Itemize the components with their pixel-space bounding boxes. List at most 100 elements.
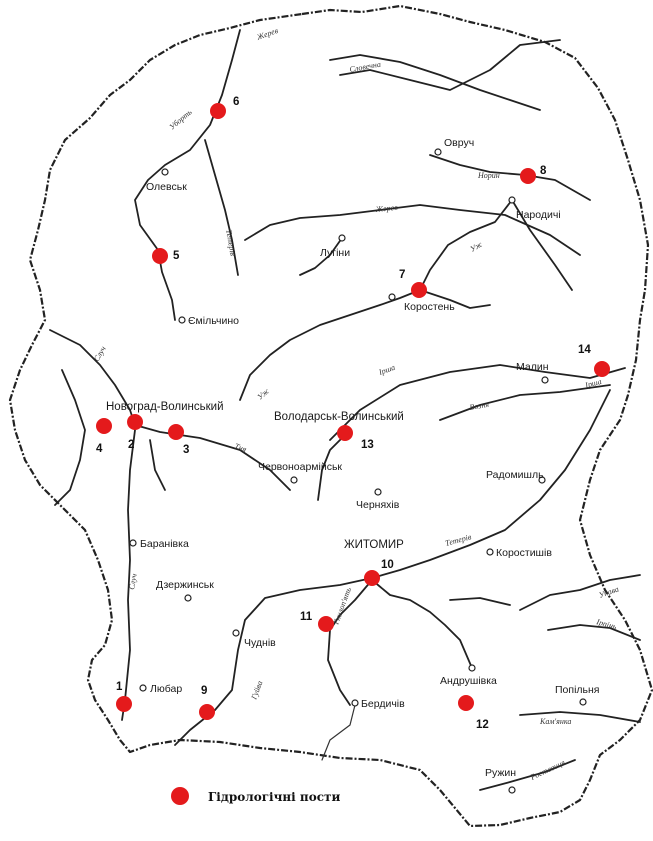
river-label: Случ [127, 573, 139, 591]
station-number: 9 [201, 685, 207, 697]
river-label: Случ [92, 344, 108, 363]
city-label: Андрушівка [440, 675, 497, 687]
city-dot [579, 698, 587, 706]
station-marker[interactable] [96, 418, 112, 434]
river-label: Уборть [168, 107, 194, 131]
city-dot [541, 376, 549, 384]
city-label: Дзержинськ [156, 579, 214, 591]
city-dot [161, 168, 169, 176]
river-label: Гуйва [249, 680, 264, 702]
city-dot [290, 476, 298, 484]
river-line [149, 439, 166, 491]
river-label: Возня [469, 400, 490, 412]
legend: Гідрологічні пости [171, 787, 340, 805]
city-dot [178, 316, 186, 324]
river-line [317, 434, 346, 501]
city-label: Попільня [555, 684, 600, 696]
city-dot [184, 594, 192, 602]
river-line [299, 237, 343, 276]
station-marker[interactable] [210, 103, 226, 119]
station-marker[interactable] [594, 361, 610, 377]
river-line [419, 289, 491, 309]
station-marker[interactable] [337, 425, 353, 441]
station-number: 7 [399, 269, 405, 281]
city-labels: Овруч Олевськ Народичі Лугіни Коростень … [106, 137, 600, 779]
river-line [479, 759, 576, 791]
city-dot [388, 293, 396, 301]
river-label: Роставиця [528, 758, 567, 782]
city-dot [338, 234, 346, 242]
city-label: Ємільчино [188, 315, 239, 327]
oblast-border [8, 4, 653, 828]
station-marker[interactable] [411, 282, 427, 298]
station-marker[interactable] [318, 616, 334, 632]
city-label: Черняхів [356, 499, 400, 511]
station-marker[interactable] [116, 696, 132, 712]
river-line [371, 579, 473, 669]
city-label: Новоград-Волинський [106, 401, 224, 413]
station-marker[interactable] [520, 168, 536, 184]
city-label: Радомишль [486, 469, 544, 481]
city-label: Чуднів [244, 637, 276, 649]
river-line [511, 199, 573, 291]
river-line [519, 711, 641, 723]
legend-station-marker [171, 787, 189, 805]
city-dot [538, 476, 546, 484]
river-line [121, 429, 136, 721]
city-label: Червоноармійськ [258, 461, 342, 473]
river-line [339, 39, 561, 91]
station-number: 11 [300, 611, 313, 623]
city-label: ЖИТОМИР [344, 539, 404, 551]
station-number: 14 [578, 344, 591, 356]
legend-label: Гідрологічні пости [208, 790, 340, 804]
river-label: Тетерів [224, 229, 238, 257]
river-line [329, 364, 626, 441]
station-number: 2 [128, 439, 134, 451]
city-label: Коростень [404, 301, 455, 313]
city-dot [351, 699, 359, 707]
station-number: 6 [233, 96, 239, 108]
river-label: Жерев [255, 26, 280, 42]
city-label: Коростишів [496, 547, 552, 559]
river-label: Тня [233, 441, 248, 454]
river-line [327, 579, 373, 706]
station-marker[interactable] [199, 704, 215, 720]
city-dot [232, 629, 240, 637]
station-marker[interactable] [152, 248, 168, 264]
city-markers [129, 148, 587, 794]
river-label: Ірпінь [595, 617, 618, 631]
station-marker[interactable] [364, 570, 380, 586]
river-line [204, 139, 239, 276]
river-line [439, 384, 611, 421]
station-marker[interactable] [168, 424, 184, 440]
city-dot [139, 684, 147, 692]
city-label: Ружин [485, 767, 516, 779]
river-line [429, 154, 591, 201]
station-number: 1 [116, 681, 123, 693]
river-line [329, 54, 541, 111]
river-label: Уж [256, 386, 272, 401]
city-label: Овруч [444, 137, 474, 149]
city-dot [374, 488, 382, 496]
station-number: 10 [381, 559, 394, 571]
river-line [519, 574, 641, 611]
city-dot [468, 664, 476, 672]
river-label: Уж [469, 239, 485, 253]
city-dot [129, 539, 137, 547]
city-dot [486, 548, 494, 556]
station-marker[interactable] [127, 414, 143, 430]
river-label: Жерев [374, 203, 398, 214]
river-label: Кам'янка [539, 717, 571, 726]
city-dot [434, 148, 442, 156]
river-label: Ірша [377, 363, 397, 378]
station-number: 4 [96, 443, 103, 455]
station-marker[interactable] [458, 695, 474, 711]
city-label: Баранівка [140, 538, 189, 550]
city-label: Малин [516, 361, 549, 373]
station-markers [96, 103, 610, 720]
river-label: Норин [477, 171, 500, 180]
river-line [321, 704, 356, 761]
river-line [239, 199, 513, 401]
river-line [174, 389, 611, 746]
